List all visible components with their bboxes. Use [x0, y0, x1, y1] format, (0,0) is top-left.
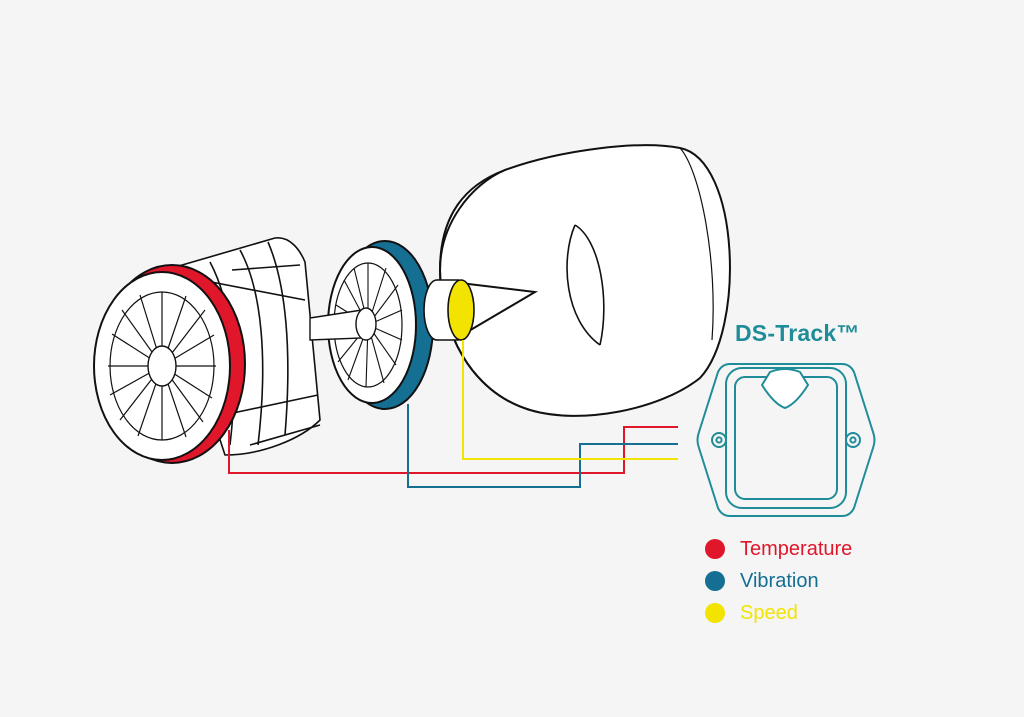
shaft-hub — [423, 279, 475, 341]
speed-wire — [462, 340, 678, 460]
legend-dot-speed — [705, 603, 725, 623]
legend-item-speed: Speed — [705, 597, 852, 629]
temperature-wire — [228, 426, 678, 474]
fan-intake — [93, 264, 246, 464]
exhaust-nacelle — [439, 144, 731, 417]
legend-item-temperature: Temperature — [705, 533, 852, 565]
device-title: DS-Track™ — [735, 320, 860, 346]
legend-dot-temperature — [705, 539, 725, 559]
mounting-hole-right — [845, 432, 861, 448]
ds-track-device — [696, 363, 876, 517]
signal-wires — [228, 340, 678, 488]
legend-dot-vibration — [705, 571, 725, 591]
vibration-wire — [407, 404, 678, 488]
speed-sensor-ring — [447, 279, 475, 341]
legend-label-vibration: Vibration — [740, 569, 819, 592]
legend-label-temperature: Temperature — [740, 537, 853, 560]
legend: Temperature Vibration Speed — [705, 533, 852, 629]
legend-item-vibration: Vibration — [705, 565, 852, 597]
turbine-wheel — [309, 240, 434, 410]
legend-label-speed: Speed — [740, 601, 798, 624]
mounting-hole-left — [711, 432, 727, 448]
